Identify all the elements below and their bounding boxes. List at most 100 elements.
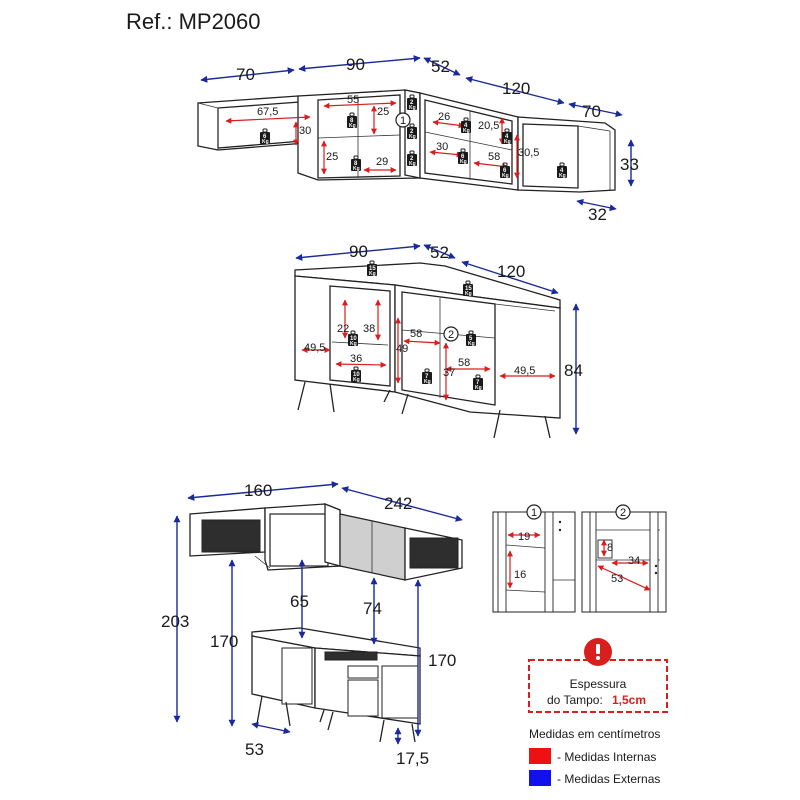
upper-dim-width-left: 70 (236, 65, 255, 84)
detail2-dim-53: 53 (611, 573, 623, 585)
upper-dim-width-far-right: 70 (582, 102, 601, 121)
upper-detail-marker: 1 (400, 115, 406, 127)
svg-text:Kg: Kg (468, 341, 475, 347)
svg-text:Kg: Kg (424, 379, 431, 385)
upper-dim-depth: 32 (588, 205, 607, 224)
weight-icon: 8Kg (350, 155, 362, 172)
lower-dim-corner: 52 (430, 243, 449, 262)
svg-text:Kg: Kg (369, 271, 376, 277)
assembly-dim-17-5: 17,5 (396, 749, 429, 768)
weight-icon: 6Kg (259, 128, 271, 145)
upper-int-30b: 30 (436, 141, 448, 153)
upper-cabinets-view: 70 90 52 120 70 33 32 67,5 30 55 25 25 2… (197, 55, 639, 224)
upper-dim-width-middle: 90 (346, 55, 365, 74)
detail-marker-circle (395, 112, 411, 128)
svg-text:8: 8 (350, 118, 354, 124)
note-line2-value: 1,5cm (612, 693, 646, 707)
note-frame (528, 659, 668, 713)
weight-icon: 4Kg (460, 117, 472, 134)
detail2-marker: 2 (620, 507, 626, 519)
weight-icon: 6Kg (457, 148, 469, 165)
legend-external: - Medidas Externas (557, 772, 660, 786)
svg-text:2: 2 (410, 100, 414, 106)
lower-int-36: 36 (350, 353, 362, 365)
lower-dim-height: 84 (564, 361, 583, 380)
lower-int-49-5a: 49,5 (304, 342, 325, 354)
svg-text:7: 7 (476, 380, 480, 386)
svg-text:15: 15 (465, 286, 472, 292)
svg-text:2: 2 (410, 156, 414, 162)
detail2-dim-8: 8 (607, 542, 613, 554)
svg-text:Kg: Kg (409, 161, 416, 167)
weight-icon: 4Kg (501, 128, 513, 145)
lower-dim-width-right: 120 (497, 262, 525, 281)
svg-text:Kg: Kg (463, 128, 470, 134)
lower-int-58b: 58 (458, 357, 470, 369)
assembly-dim-170-left: 170 (210, 632, 238, 651)
upper-int-58: 58 (488, 151, 500, 163)
upper-int-30-5: 30,5 (518, 147, 539, 159)
svg-text:5: 5 (469, 336, 473, 342)
svg-text:Kg: Kg (504, 139, 511, 145)
svg-text:Kg: Kg (502, 173, 509, 179)
svg-text:6: 6 (461, 154, 465, 160)
detail-2: 8 34 53 2 (581, 504, 667, 613)
note-line1: Espessura (570, 677, 627, 691)
weight-icon: 6Kg (499, 162, 511, 179)
svg-text:10: 10 (353, 372, 360, 378)
detail1-dim-19: 19 (518, 531, 530, 543)
weight-icon: 4Kg (556, 162, 568, 179)
svg-text:Kg: Kg (465, 291, 472, 297)
svg-text:15: 15 (369, 266, 376, 272)
detail-marker-circle (615, 504, 631, 520)
upper-dim-corner: 52 (431, 57, 450, 76)
weight-icon: 2Kg (406, 123, 418, 140)
lower-int-37: 37 (443, 367, 455, 379)
legend-swatch-external (529, 770, 551, 786)
upper-int-20-5: 20,5 (478, 120, 499, 132)
weight-icon: 7Kg (472, 374, 484, 391)
assembly-dim-74: 74 (363, 599, 382, 618)
svg-text:Kg: Kg (409, 105, 416, 111)
svg-text:Kg: Kg (353, 377, 360, 383)
assembly-view: 160 242 203 65 74 170 170 53 17,5 (161, 481, 463, 768)
svg-text:Kg: Kg (350, 341, 357, 347)
upper-int-26: 26 (438, 111, 450, 123)
warning-icon (584, 638, 612, 666)
reference-title: Ref.: MP2060 (126, 9, 261, 34)
note-line2-prefix: do Tampo: (547, 693, 603, 707)
detail-1: 19 16 1 (492, 504, 576, 613)
svg-text:Kg: Kg (262, 139, 269, 145)
weight-icon: 2Kg (406, 94, 418, 111)
detail2-dim-34: 34 (628, 555, 640, 567)
detail1-dim-16: 16 (514, 569, 526, 581)
upper-int-29: 29 (376, 156, 388, 168)
svg-text:Kg: Kg (349, 123, 356, 129)
lower-int-58a: 58 (410, 328, 422, 340)
upper-int-55: 55 (347, 94, 359, 106)
detail-marker-circle (443, 326, 459, 342)
svg-text:4: 4 (560, 168, 564, 174)
assembly-dim-203: 203 (161, 612, 189, 631)
lower-detail-marker: 2 (448, 329, 454, 341)
upper-int-25b: 25 (326, 151, 338, 163)
assembly-dim-160: 160 (244, 481, 272, 500)
upper-int-30: 30 (299, 125, 311, 137)
legend-internal: - Medidas Internas (557, 750, 656, 764)
weight-icon: 7Kg (421, 368, 433, 385)
lower-int-49-5b: 49,5 (514, 365, 535, 377)
detail1-marker: 1 (531, 507, 537, 519)
legend-swatch-internal (529, 748, 551, 764)
upper-dim-width-right: 120 (502, 79, 530, 98)
lower-int-38: 38 (363, 323, 375, 335)
detail-marker-circle (526, 504, 542, 520)
svg-text:4: 4 (505, 134, 509, 140)
lower-dim-width-left: 90 (349, 242, 368, 261)
assembly-dim-53: 53 (245, 740, 264, 759)
svg-text:Kg: Kg (475, 385, 482, 391)
